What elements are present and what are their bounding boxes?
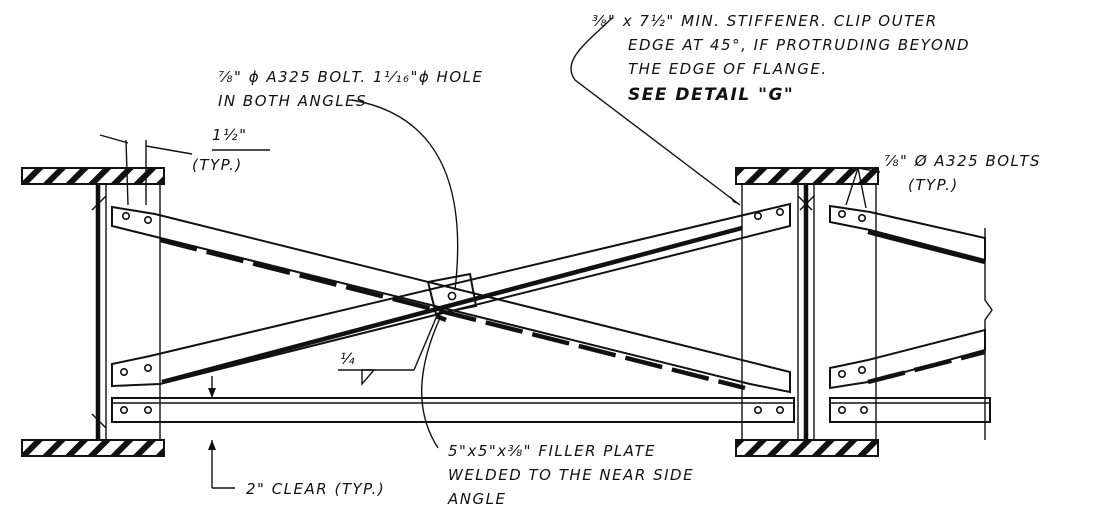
bolt bbox=[120, 367, 129, 376]
bolts-typ-note-line-1: ⅞" Ø A325 BOLTS bbox=[884, 152, 1041, 170]
bolt bbox=[775, 208, 784, 217]
bolt bbox=[753, 212, 762, 221]
leader-lines bbox=[99, 17, 881, 489]
left-top-flange bbox=[21, 167, 165, 185]
bolt bbox=[857, 214, 866, 223]
diagonal-angle-down bbox=[111, 205, 791, 394]
edge-distance-typ: (TYP.) bbox=[192, 156, 243, 174]
bolt bbox=[837, 405, 846, 414]
bolt bbox=[122, 212, 131, 221]
diagonal-angle-up bbox=[111, 202, 791, 388]
stiffener-note-line-1: ⅜" x 7½" MIN. STIFFENER. CLIP OUTER bbox=[592, 12, 938, 30]
bolt bbox=[753, 405, 762, 414]
filler-plate-note-line-1: 5"x5"x⅜" FILLER PLATE bbox=[448, 442, 656, 460]
bolt bbox=[144, 216, 153, 225]
weld-size: ¼ bbox=[340, 350, 356, 368]
notes: ⅜" x 7½" MIN. STIFFENER. CLIP OUTER EDGE… bbox=[192, 12, 1041, 506]
stiffener-note-line-2: EDGE AT 45°, IF PROTRUDING BEYOND bbox=[628, 36, 970, 54]
bottom-strut-angle bbox=[111, 397, 795, 423]
bolt bbox=[120, 405, 129, 414]
bolt bbox=[857, 365, 866, 374]
bolt bbox=[144, 363, 153, 372]
filler-plate-note-line-3: ANGLE bbox=[447, 490, 506, 506]
filler-plate-note-line-2: WELDED TO THE NEAR SIDE bbox=[448, 466, 694, 484]
bolt bbox=[144, 405, 153, 414]
edge-distance-dim: 1½" bbox=[212, 126, 247, 144]
bolt bbox=[837, 369, 846, 378]
see-detail-g: SEE DETAIL "G" bbox=[628, 85, 794, 105]
intersection-bolt bbox=[447, 291, 457, 301]
bolt-hole-note-line-1: ⅞" ϕ A325 BOLT. 1¹⁄₁₆"ϕ HOLE bbox=[218, 68, 483, 86]
left-girder bbox=[21, 167, 165, 457]
bolt-hole-note-line-2: IN BOTH ANGLES bbox=[218, 92, 367, 110]
right-bay-bracing bbox=[829, 204, 993, 440]
bolt bbox=[775, 405, 784, 414]
stiffener-note-line-3: THE EDGE OF FLANGE. bbox=[628, 60, 828, 78]
clear-dim-note: 2" CLEAR (TYP.) bbox=[246, 480, 385, 498]
bolt bbox=[837, 210, 846, 219]
bolts-typ-note-line-2: (TYP.) bbox=[908, 176, 959, 194]
break-line bbox=[984, 228, 993, 440]
left-bottom-flange bbox=[21, 439, 165, 457]
bolt bbox=[859, 405, 868, 414]
center-bottom-flange bbox=[735, 439, 879, 457]
